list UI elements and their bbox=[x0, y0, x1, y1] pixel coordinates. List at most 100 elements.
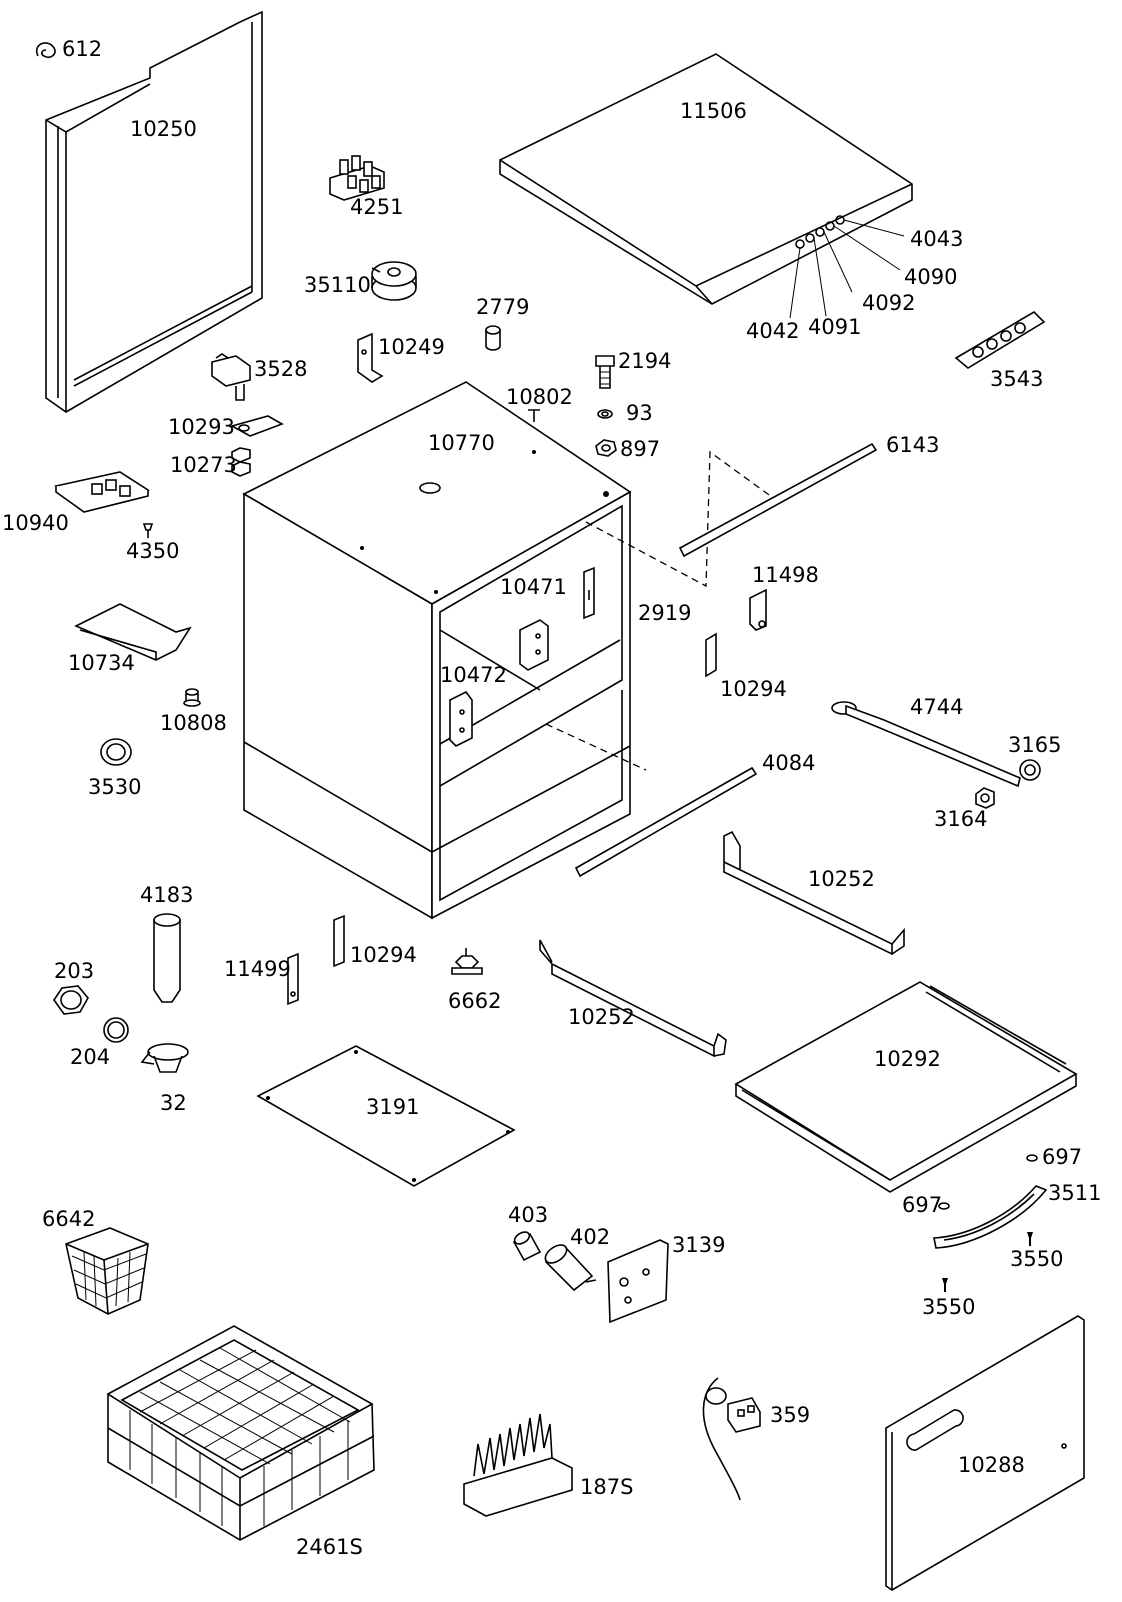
label-4091: 4091 bbox=[808, 315, 861, 339]
part-10250-back-panel bbox=[45, 10, 263, 413]
part-3528-switch bbox=[211, 353, 251, 401]
part-10249-bracket bbox=[357, 332, 384, 383]
label-3165: 3165 bbox=[1008, 733, 1061, 757]
part-10770-cabinet bbox=[242, 381, 632, 920]
part-897-nut bbox=[595, 439, 617, 457]
label-10293: 10293 bbox=[168, 415, 235, 439]
part-3550-screws bbox=[942, 1232, 1033, 1292]
part-11498-bracket bbox=[749, 588, 767, 631]
part-6662-foot bbox=[451, 948, 483, 975]
label-6642: 6642 bbox=[42, 1207, 95, 1231]
part-697-washers bbox=[938, 1154, 1038, 1210]
label-2779: 2779 bbox=[476, 295, 529, 319]
part-3530-grommet bbox=[100, 738, 132, 766]
label-4350: 4350 bbox=[126, 539, 179, 563]
label-10734: 10734 bbox=[68, 651, 135, 675]
label-697b: 697 bbox=[902, 1193, 942, 1217]
label-402: 402 bbox=[570, 1225, 610, 1249]
label-10288: 10288 bbox=[958, 1453, 1025, 1477]
part-10292-base-tray bbox=[734, 981, 1078, 1193]
label-359: 359 bbox=[770, 1403, 810, 1427]
label-897: 897 bbox=[620, 437, 660, 461]
label-4183: 4183 bbox=[140, 883, 193, 907]
part-labels: 6121025042513511027791024935281029310273… bbox=[2, 37, 1101, 1559]
label-10294b: 10294 bbox=[350, 943, 417, 967]
part-11499-bracket bbox=[287, 952, 299, 1006]
part-3543-control-panel bbox=[954, 310, 1046, 369]
label-93: 93 bbox=[626, 401, 653, 425]
label-3164: 3164 bbox=[934, 807, 987, 831]
label-187S: 187S bbox=[580, 1475, 633, 1499]
label-10273: 10273 bbox=[170, 453, 237, 477]
label-10471: 10471 bbox=[500, 575, 567, 599]
label-10940: 10940 bbox=[2, 511, 69, 535]
part-10802-pin bbox=[528, 409, 540, 422]
label-10472: 10472 bbox=[440, 663, 507, 687]
label-3550a: 3550 bbox=[1010, 1247, 1063, 1271]
part-10734-bracket-plate bbox=[74, 603, 192, 661]
part-10294-lower-strip bbox=[333, 914, 345, 968]
part-3511-handle bbox=[933, 1185, 1048, 1249]
label-10292: 10292 bbox=[874, 1047, 941, 1071]
label-403: 403 bbox=[508, 1203, 548, 1227]
part-4251-terminal-block bbox=[329, 155, 385, 201]
label-10770: 10770 bbox=[428, 431, 495, 455]
label-2194: 2194 bbox=[618, 349, 671, 373]
label-4043: 4043 bbox=[910, 227, 963, 251]
label-11499: 11499 bbox=[224, 957, 291, 981]
part-3139-bracket-plate bbox=[607, 1239, 669, 1324]
part-203-nut bbox=[53, 985, 89, 1015]
label-4744: 4744 bbox=[910, 695, 963, 719]
label-11506: 11506 bbox=[680, 99, 747, 123]
part-35110-thermostat bbox=[371, 261, 417, 301]
part-4744-wash-arm bbox=[831, 701, 1021, 788]
part-11506-top-cover bbox=[499, 53, 913, 319]
label-32: 32 bbox=[160, 1091, 187, 1115]
label-612: 612 bbox=[62, 37, 102, 61]
label-3528: 3528 bbox=[254, 357, 307, 381]
label-203: 203 bbox=[54, 959, 94, 983]
part-10252-upper-rail bbox=[723, 830, 905, 956]
part-10293-plate bbox=[229, 415, 284, 437]
part-3165-nut bbox=[1019, 759, 1041, 781]
part-10252-lower-rail bbox=[539, 939, 727, 1058]
part-4084-strip bbox=[574, 766, 758, 878]
part-10288-front-door bbox=[885, 1315, 1085, 1591]
part-402-pump bbox=[544, 1244, 597, 1292]
part-32-drain bbox=[140, 1043, 189, 1073]
label-3550b: 3550 bbox=[922, 1295, 975, 1319]
label-4084: 4084 bbox=[762, 751, 815, 775]
label-3191: 3191 bbox=[366, 1095, 419, 1119]
part-4183-tube bbox=[153, 913, 181, 1003]
part-4350-screw bbox=[142, 523, 154, 538]
part-10294-upper-strip bbox=[705, 632, 717, 678]
assembly-guide-lines bbox=[545, 450, 777, 771]
label-10249: 10249 bbox=[378, 335, 445, 359]
part-10273-nuts bbox=[231, 447, 251, 477]
part-10940-circuit-board bbox=[54, 471, 150, 513]
label-3530: 3530 bbox=[88, 775, 141, 799]
part-187S-plate-rack bbox=[463, 1413, 573, 1517]
label-10808: 10808 bbox=[160, 711, 227, 735]
label-3139: 3139 bbox=[672, 1233, 725, 1257]
label-35110: 35110 bbox=[304, 273, 371, 297]
part-6642-cutlery-basket bbox=[65, 1227, 149, 1315]
label-2919: 2919 bbox=[638, 601, 691, 625]
label-10802: 10802 bbox=[506, 385, 573, 409]
part-6143-strip bbox=[678, 442, 878, 558]
label-4251: 4251 bbox=[350, 195, 403, 219]
part-204-ring bbox=[103, 1017, 129, 1043]
label-4090: 4090 bbox=[904, 265, 957, 289]
label-6662: 6662 bbox=[448, 989, 501, 1013]
part-3191-plate bbox=[256, 1045, 516, 1187]
label-3511: 3511 bbox=[1048, 1181, 1101, 1205]
part-10471-bracket bbox=[519, 619, 549, 671]
label-10252b: 10252 bbox=[568, 1005, 635, 1029]
label-4092: 4092 bbox=[862, 291, 915, 315]
part-10472-bracket bbox=[449, 690, 473, 747]
label-6143: 6143 bbox=[886, 433, 939, 457]
part-10808-plug bbox=[183, 688, 201, 707]
label-2461S: 2461S bbox=[296, 1535, 363, 1559]
label-204: 204 bbox=[70, 1045, 110, 1069]
